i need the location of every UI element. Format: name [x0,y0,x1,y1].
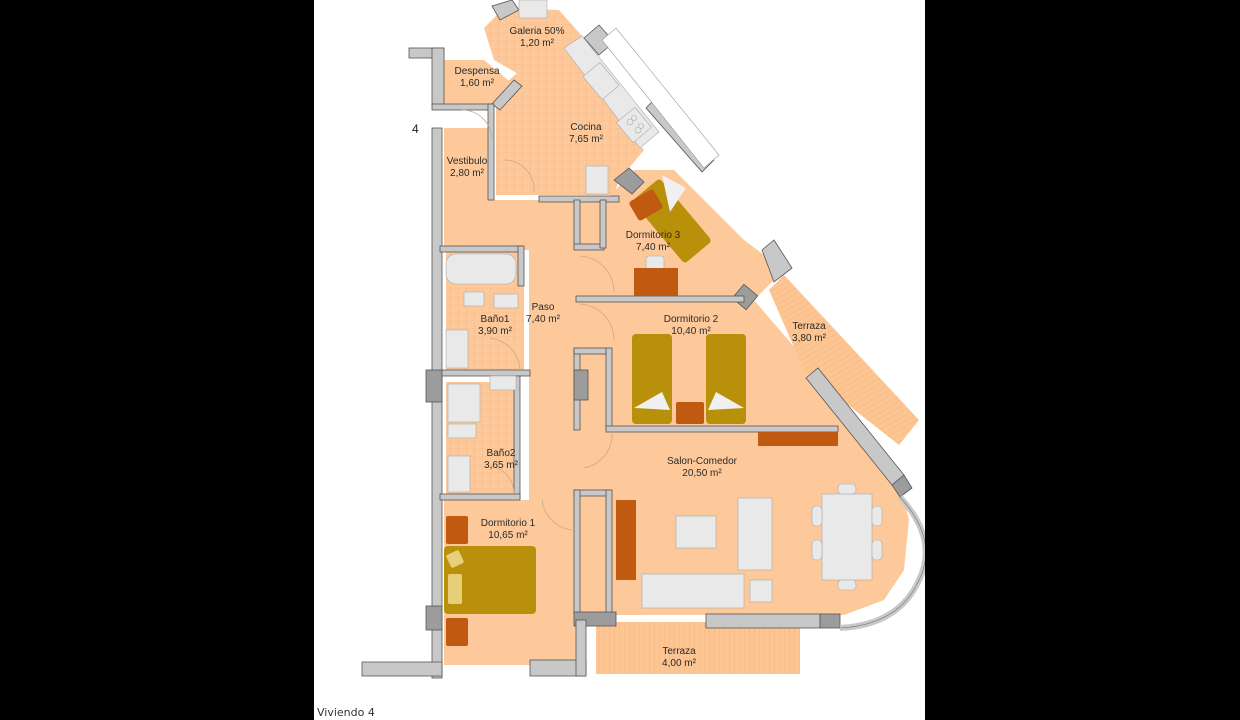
room-label-bano-2: Baño2 3,65 m² [484,448,518,472]
room-area: 7,40 m² [526,314,560,325]
room-area: 1,60 m² [460,78,494,89]
room-area: 3,80 m² [792,333,826,344]
furniture [444,175,838,646]
room-label-cocina: Cocina 7,65 m² [569,122,603,146]
room-label-dormitorio-2: Dormitorio 2 10,40 m² [664,314,718,338]
door-swings [461,109,615,531]
room-label-galeria: Galeria 50% 1,20 m² [509,26,564,50]
room-name: Dormitorio 3 [625,230,681,241]
room-name: Dormitorio 2 [663,314,719,325]
room-name: Cocina [570,122,602,133]
floor-galeria [484,8,599,80]
room-name: Paso [531,302,555,313]
floor-terraza-right [769,275,919,445]
room-name: Galeria 50% [509,26,565,37]
room-area: 3,65 m² [484,460,518,471]
floor-despensa [444,60,514,105]
plan-caption: Viviendo 4 [317,706,375,719]
room-area: 7,65 m² [569,134,603,145]
room-label-terraza-right: Terraza 3,80 m² [792,321,826,345]
room-area: 10,40 m² [671,326,711,337]
room-area: 4,00 m² [662,658,696,669]
room-name: Vestibulo [446,156,488,167]
room-label-salon-comedor: Salon-Comedor 20,50 m² [667,456,737,480]
floor-plan-canvas: 4 Galeria 50% 1,20 m² Despensa 1,60 m² C… [314,0,925,720]
room-name: Terraza [792,321,826,332]
walls [361,0,913,679]
room-name: Baño1 [480,314,510,325]
room-name: Despensa [454,66,500,77]
floor-kitchen [496,48,644,195]
room-name: Dormitorio 1 [480,518,536,529]
room-label-despensa: Despensa 1,60 m² [454,66,499,90]
room-label-dormitorio-3: Dormitorio 3 7,40 m² [626,230,680,254]
room-label-terraza-bottom: Terraza 4,00 m² [662,646,696,670]
room-name: Baño2 [486,448,516,459]
room-area: 3,90 m² [478,326,512,337]
room-area: 20,50 m² [682,468,722,479]
floor-terraza-bottom [596,622,800,674]
room-label-vestibulo: Vestibulo 2,80 m² [447,156,488,180]
room-area: 7,40 m² [636,242,670,253]
room-label-bano-1: Baño1 3,90 m² [478,314,512,338]
room-name: Terraza [662,646,696,657]
unit-number: 4 [412,122,419,136]
room-name: Salon-Comedor [666,456,738,467]
floor-plan-drawing [361,0,925,679]
room-area: 10,65 m² [488,530,528,541]
room-label-paso: Paso 7,40 m² [526,302,560,326]
fixtures [445,0,883,609]
room-label-dormitorio-1: Dormitorio 1 10,65 m² [481,518,535,542]
room-area: 2,80 m² [450,168,484,179]
room-area: 1,20 m² [520,38,554,49]
